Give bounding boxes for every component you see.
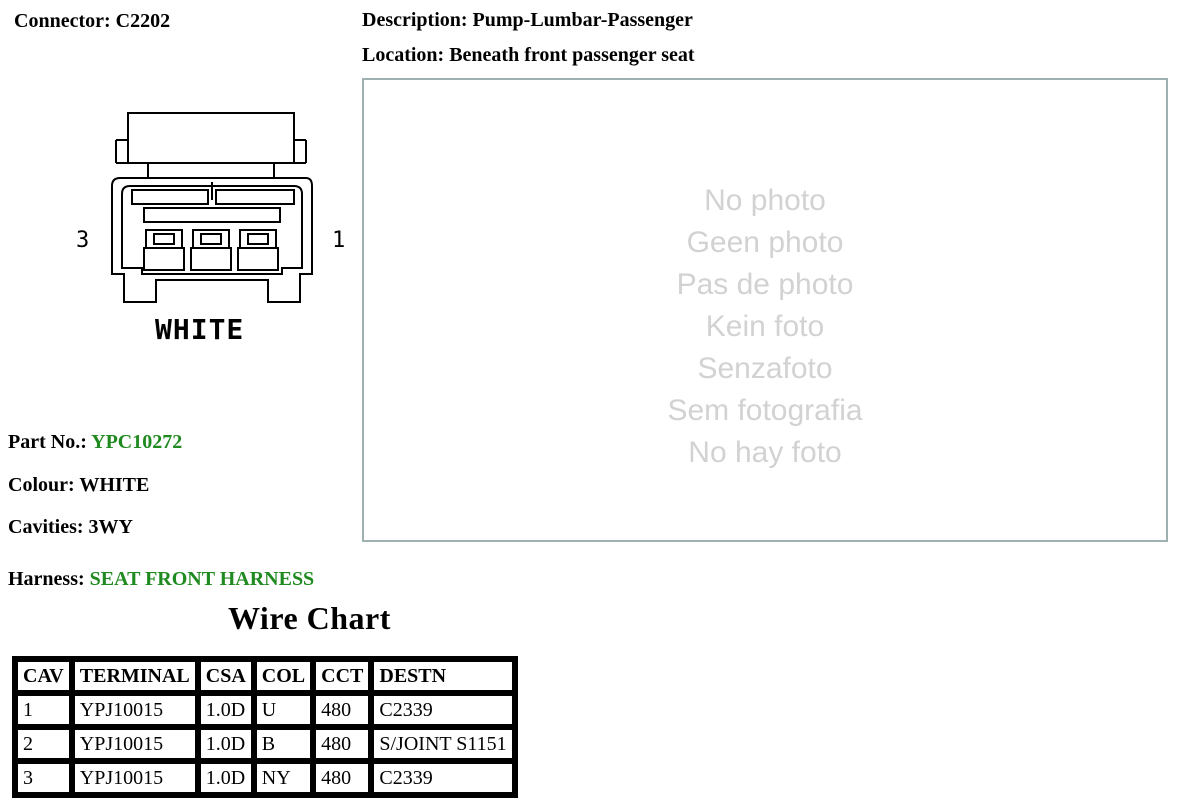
part-number-label: Part No.: [8,431,87,453]
no-photo-line: Geen photo [686,226,844,259]
cav-cell: 3 [15,761,72,795]
description-heading: Description: Pump-Lumbar-Passenger [362,9,693,32]
cct-cell: 480 [313,727,372,761]
colour-row: Colour: WHITE [8,474,149,497]
location-value: Beneath front passenger seat [449,44,695,66]
col-cell: NY [253,761,314,795]
no-photo-messages: No photo Geen photo Pas de photo Kein fo… [364,180,1166,474]
harness-link[interactable]: SEAT FRONT HARNESS [89,568,315,590]
table-row: 2 YPJ10015 1.0D B 480 S/JOINT S1151 [15,727,515,761]
table-header-row: CAV TERMINAL CSA COL CCT DESTN [15,659,515,693]
colour-label: Colour: [8,474,75,496]
harness-label: Harness: [8,568,85,590]
location-heading: Location: Beneath front passenger seat [362,44,695,67]
no-photo-line: Pas de photo [676,268,854,301]
left-cavity-number: 3 [76,228,90,253]
wire-chart-table: CAV TERMINAL CSA COL CCT DESTN 1 YPJ1001… [12,656,518,798]
cavities-value: 3WY [88,516,133,538]
col-cell: U [253,693,314,727]
column-header: TERMINAL [71,659,198,693]
location-label: Location: [362,44,445,66]
description-label: Description: [362,9,468,31]
connector-colour-caption: WHITE [155,313,245,346]
cct-cell: 480 [313,761,372,795]
wire-chart-title: Wire Chart [228,600,391,636]
colour-value: WHITE [79,474,150,496]
destn-cell: C2339 [371,693,515,727]
connector-label: Connector: [14,10,111,32]
right-cavity-number: 1 [332,228,346,253]
terminal-cell: YPJ10015 [71,693,198,727]
cavities-label: Cavities: [8,516,84,538]
no-photo-line: No photo [704,184,826,217]
cavities-row: Cavities: 3WY [8,516,133,539]
connector-photo-placeholder: No photo Geen photo Pas de photo Kein fo… [362,78,1168,542]
column-header: CAV [15,659,72,693]
column-header: COL [253,659,314,693]
column-header: CSA [197,659,254,693]
column-header: CCT [313,659,372,693]
destn-cell: S/JOINT S1151 [371,727,515,761]
table-row: 1 YPJ10015 1.0D U 480 C2339 [15,693,515,727]
destn-cell: C2339 [371,761,515,795]
no-photo-line: Senzafoto [697,352,833,385]
cct-cell: 480 [313,693,372,727]
terminal-cell: YPJ10015 [71,727,198,761]
description-value: Pump-Lumbar-Passenger [472,9,693,31]
csa-cell: 1.0D [197,761,254,795]
col-cell: B [253,727,314,761]
part-number-link[interactable]: YPC10272 [91,431,183,453]
cav-cell: 2 [15,727,72,761]
column-header: DESTN [371,659,515,693]
harness-row: Harness: SEAT FRONT HARNESS [8,568,314,591]
connector-heading: Connector: C2202 [14,10,170,33]
no-photo-line: Sem fotografia [667,394,863,427]
csa-cell: 1.0D [197,693,254,727]
cav-cell: 1 [15,693,72,727]
terminal-cell: YPJ10015 [71,761,198,795]
table-row: 3 YPJ10015 1.0D NY 480 C2339 [15,761,515,795]
csa-cell: 1.0D [197,727,254,761]
connector-face-diagram [111,112,313,303]
no-photo-line: Kein foto [705,310,825,343]
no-photo-line: No hay foto [688,436,842,469]
part-number-row: Part No.: YPC10272 [8,431,182,454]
connector-value: C2202 [115,10,171,32]
